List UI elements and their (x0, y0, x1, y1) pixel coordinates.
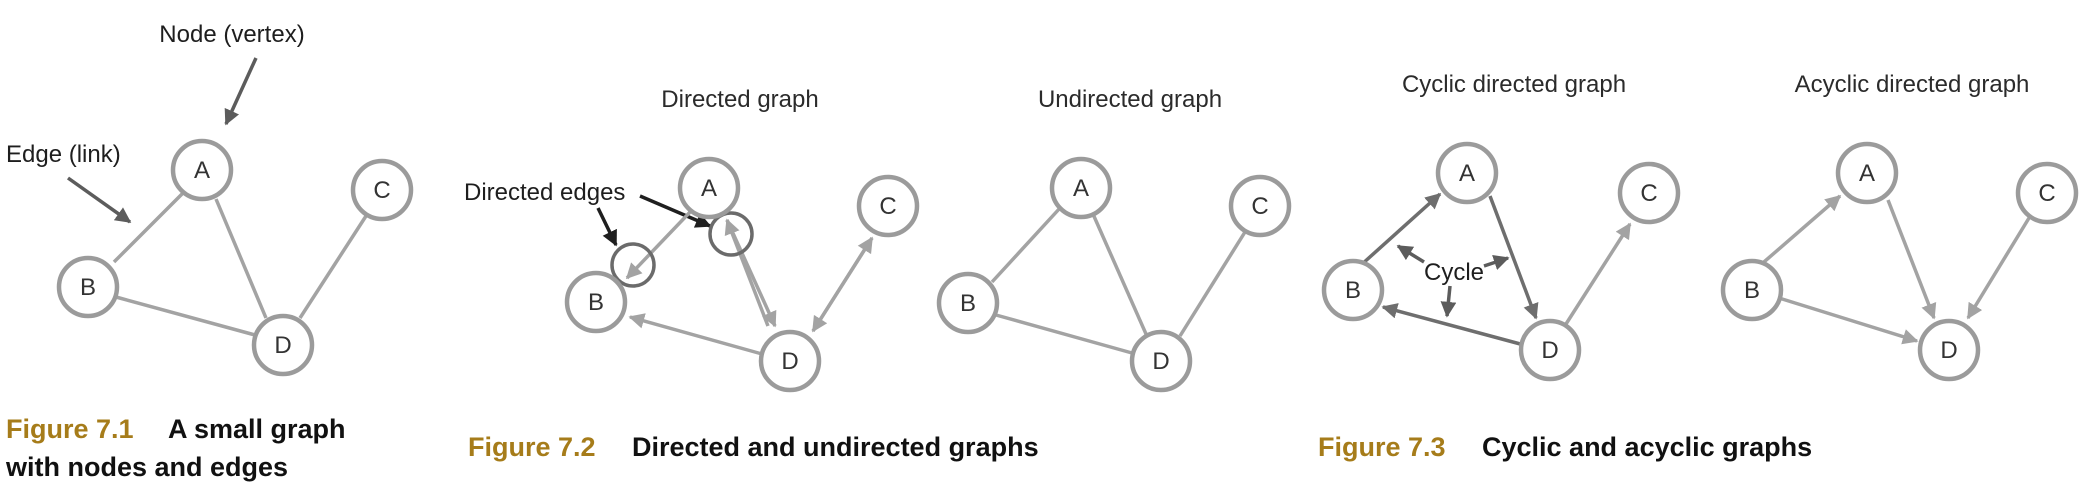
node-c-label: C (373, 177, 390, 204)
undirected-node-d-label: D (1152, 348, 1169, 375)
undirected-node-b: B (936, 271, 1000, 335)
cyclic-edge-a-to-d (1488, 195, 1539, 320)
edge-c-d (298, 215, 368, 319)
acyclic-node-d: D (1917, 318, 1981, 382)
node-b-label: B (80, 274, 96, 301)
directed-node-a: A (677, 156, 741, 220)
undirected-node-b-label: B (960, 290, 976, 317)
node-d: D (251, 313, 315, 377)
cyclic-node-b: B (1321, 258, 1385, 322)
undirected-node-a: A (1049, 156, 1113, 220)
undirected-node-c: C (1228, 174, 1292, 238)
edge-callout-arrow (66, 176, 132, 224)
figure-7-3-cyclic: Cyclic directed graph Cycle A B C D (1321, 71, 1681, 382)
acyclic-edge-a-to-d (1886, 199, 1937, 320)
undirected-node-a-label: A (1073, 175, 1089, 202)
figure-7-2-undirected: Undirected graph A B C D Figure 7.2 Dire… (468, 86, 1292, 462)
edge-a-to-b (625, 208, 694, 280)
cycle-arrow-right (1483, 255, 1510, 270)
cycle-arrow-down (1440, 285, 1457, 318)
directed-node-c-label: C (879, 193, 896, 220)
edge-b-d (115, 295, 256, 337)
undirected-edge-c-d (1178, 231, 1247, 337)
acyclic-edge-b-to-d (1778, 296, 1919, 345)
cycle-arrow-up-left (1396, 244, 1425, 264)
acyclic-node-b: B (1720, 258, 1784, 322)
cycle-label: Cycle (1424, 259, 1484, 286)
figure-7-2-directed: Directed graph Directed edges A B C D (464, 86, 920, 393)
edge-link-callout: Edge (link) (6, 141, 121, 168)
directed-node-d: D (758, 329, 822, 393)
figure-7-1-caption-line2: with nodes and edges (5, 452, 288, 482)
cyclic-edge-d-to-c (1564, 222, 1632, 325)
acyclic-node-d-label: D (1940, 337, 1957, 364)
undirected-node-d: D (1129, 329, 1193, 393)
cyclic-edge-b-to-a (1359, 192, 1442, 267)
directed-edges-arrow-right (639, 194, 712, 228)
node-vertex-callout: Node (vertex) (159, 21, 304, 48)
cyclic-node-b-label: B (1345, 277, 1361, 304)
cyclic-edge-d-to-b (1381, 303, 1525, 347)
edge-d-to-b (628, 313, 763, 356)
acyclic-node-a-label: A (1859, 160, 1875, 187)
cyclic-graph-title: Cyclic directed graph (1402, 71, 1626, 98)
acyclic-edge-c-to-d (1966, 217, 2031, 320)
directed-node-c: C (856, 174, 920, 238)
acyclic-node-c-label: C (2038, 180, 2055, 207)
cyclic-node-a-label: A (1459, 160, 1475, 187)
directed-node-b: B (564, 270, 628, 334)
edge-a-d (214, 198, 268, 319)
figure-7-1-number: Figure 7.1 (6, 414, 134, 444)
figure-7-3-caption: Cyclic and acyclic graphs (1482, 432, 1812, 462)
cyclic-node-c-label: C (1640, 180, 1657, 207)
figure-7-3-number: Figure 7.3 (1318, 432, 1446, 462)
edge-a-b (112, 191, 185, 264)
undirected-node-c-label: C (1251, 193, 1268, 220)
node-a-label: A (194, 157, 210, 184)
acyclic-graph-title: Acyclic directed graph (1795, 71, 2030, 98)
cyclic-node-a: A (1435, 141, 1499, 205)
figure-7-1-caption-line1: A small graph (168, 414, 346, 444)
figure-7-1: Node (vertex) Edge (link) A B C D Figure… (5, 21, 414, 482)
node-b: B (56, 255, 120, 319)
directed-node-a-label: A (701, 175, 717, 202)
acyclic-node-b-label: B (1744, 277, 1760, 304)
node-a: A (170, 138, 234, 202)
acyclic-node-c: C (2015, 161, 2079, 225)
highlight-ring-right (708, 211, 754, 257)
directed-node-b-label: B (588, 289, 604, 316)
directed-edges-arrow-left (596, 207, 618, 247)
edge-c-to-d (811, 237, 874, 333)
figure-7-2-number: Figure 7.2 (468, 432, 596, 462)
node-d-label: D (274, 332, 291, 359)
node-callout-arrow (224, 57, 258, 126)
directed-graph-title: Directed graph (661, 86, 818, 113)
cyclic-node-c: C (1617, 161, 1681, 225)
edge-a-to-d (725, 219, 777, 328)
figure-7-3-acyclic: Acyclic directed graph A B C D Figure 7.… (1318, 71, 2079, 462)
figure-7-2-caption: Directed and undirected graphs (632, 432, 1039, 462)
node-c: C (350, 158, 414, 222)
undirected-edge-a-b (990, 206, 1062, 284)
undirected-edge-b-d (995, 313, 1133, 355)
acyclic-node-a: A (1835, 141, 1899, 205)
undirected-edge-a-d (1091, 213, 1148, 335)
directed-edges-callout: Directed edges (464, 179, 625, 206)
cyclic-node-d: D (1518, 318, 1582, 382)
undirected-graph-title: Undirected graph (1038, 86, 1222, 113)
directed-node-d-label: D (781, 348, 798, 375)
highlight-ring-left (610, 242, 656, 288)
cyclic-node-d-label: D (1541, 337, 1558, 364)
acyclic-edge-b-to-a (1755, 194, 1842, 270)
